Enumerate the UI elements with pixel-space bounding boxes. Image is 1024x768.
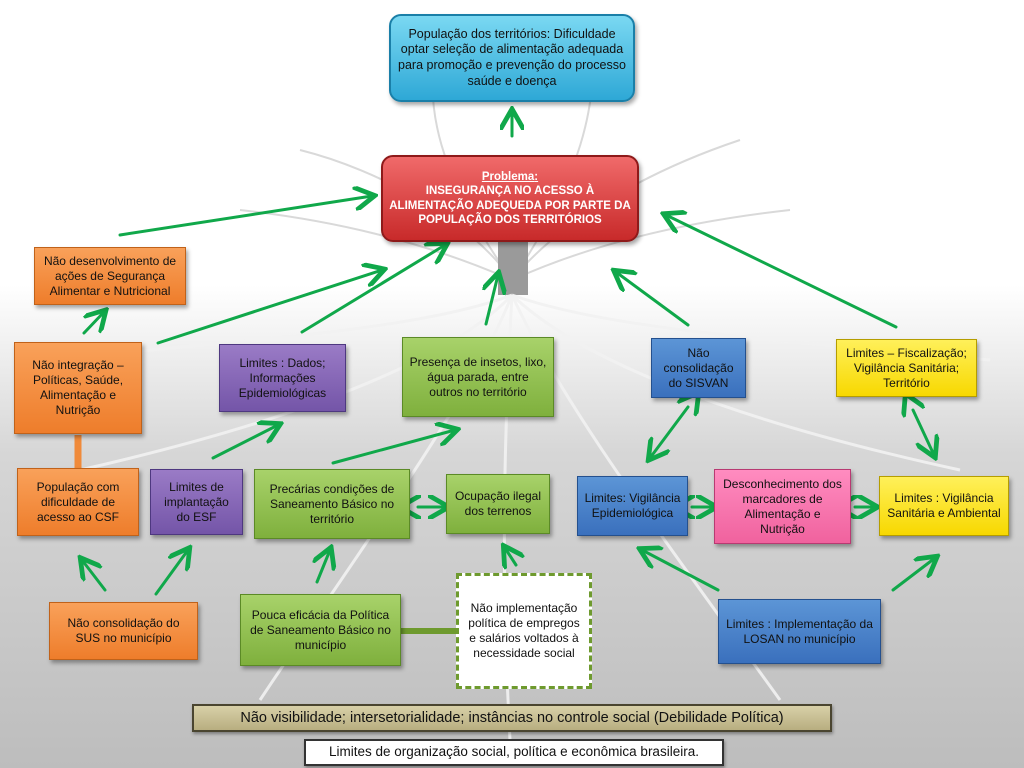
- node-populacao-csf: População com dificuldade de acesso ao C…: [17, 468, 139, 536]
- node-nao-integracao: Não integração – Políticas, Saúde, Alime…: [14, 342, 142, 434]
- node-limites-vigilancia-sanitaria: Limites : Vigilância Sanitária e Ambient…: [879, 476, 1009, 536]
- problem-box: Problema: INSEGURANÇA NO ACESSO À ALIMEN…: [381, 155, 639, 242]
- node-precarias-saneamento: Precárias condições de Saneamento Básico…: [254, 469, 410, 539]
- node-limites-dados: Limites : Dados; Informações Epidemiológ…: [219, 344, 346, 412]
- node-ocupacao-ilegal: Ocupação ilegal dos terrenos: [446, 474, 550, 534]
- top-outcome-box: População dos territórios: Dificuldade o…: [389, 14, 635, 102]
- node-desconhecimento: Desconhecimento dos marcadores de Alimen…: [714, 469, 851, 544]
- problem-heading: Problema:: [481, 170, 539, 183]
- node-presenca-insetos: Presença de insetos, lixo, água parada, …: [402, 337, 554, 417]
- node-limites-losan: Limites : Implementação da LOSAN no muni…: [718, 599, 881, 664]
- bottom-bar-political: Não visibilidade; intersetorialidade; in…: [192, 704, 832, 732]
- node-nao-desenvolvimento: Não desenvolvimento de ações de Seguranç…: [34, 247, 186, 305]
- node-limites-vigilancia-epi: Limites: Vigilância Epidemiológica: [577, 476, 688, 536]
- node-pouca-eficacia: Pouca eficácia da Política de Saneamento…: [240, 594, 401, 666]
- node-nao-consolidacao-sus: Não consolidação do SUS no município: [49, 602, 198, 660]
- problem-text: INSEGURANÇA NO ACESSO À ALIMENTAÇÃO ADEQ…: [389, 185, 631, 226]
- bottom-bar-organization: Limites de organização social, política …: [304, 739, 724, 766]
- node-limites-fiscalizacao: Limites – Fiscalização; Vigilância Sanit…: [836, 339, 977, 397]
- node-nao-consolidacao-sisvan: Não consolidação do SISVAN: [651, 338, 746, 398]
- node-limites-esf: Limites de implantação do ESF: [150, 469, 243, 535]
- node-nao-implementacao: Não implementação política de empregos e…: [456, 573, 592, 689]
